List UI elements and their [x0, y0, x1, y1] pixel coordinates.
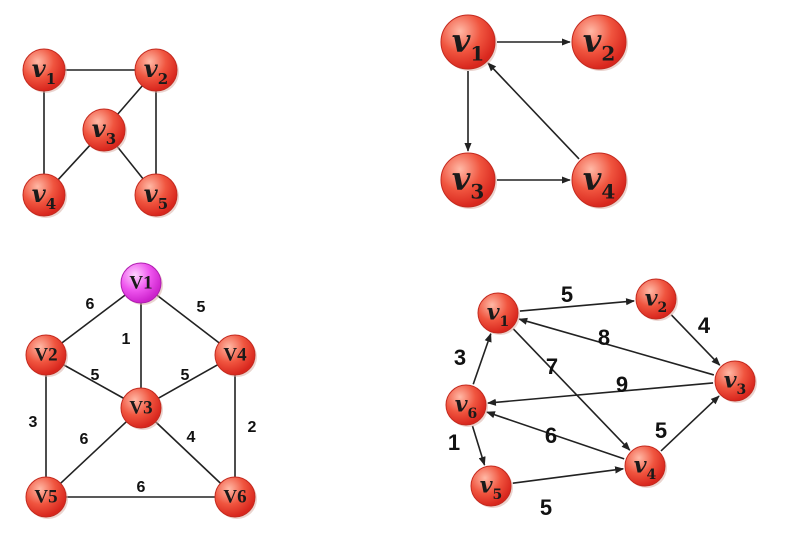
undirected-graph-node-label: v4: [32, 179, 56, 213]
weighted-directed-graph-weight-label: 6: [545, 423, 557, 448]
weighted-directed-graph-node-label: v3: [724, 368, 747, 398]
weighted-directed-graph-edge-v5-v4: [512, 466, 625, 484]
weighted-directed-graph-edge-v6-v1: [472, 332, 492, 385]
directed-graph-edge-v4-v1: [487, 62, 580, 160]
weighted-directed-graph-weight-label: 3: [454, 345, 466, 370]
undirected-graph-node-label: v5: [144, 179, 168, 213]
undirected-graph-node-label: v3: [92, 114, 116, 148]
weighted-directed-graph-node-label: v6: [455, 392, 478, 422]
weighted-undirected-graph-node-label: V2: [34, 345, 57, 366]
directed-graph-node-label: v2: [583, 22, 616, 66]
weighted-undirected-graph-weight-label: 4: [187, 429, 196, 446]
weighted-undirected-graph-node-V6: V6: [214, 476, 257, 519]
undirected-graph-node-label: v2: [144, 54, 168, 88]
edges-layer: [43, 38, 721, 498]
undirected-graph-node-v1: v1: [22, 48, 67, 93]
directed-graph-node-v2: v2: [571, 14, 628, 71]
weighted-undirected-graph-node-label: V3: [129, 398, 152, 419]
directed-graph-node-label: v4: [583, 160, 616, 204]
edge-weights-layer: 6 1 5 5 3 5 6 4 2 6 5 4 89 7 5 6 3 1 5: [29, 282, 711, 520]
weighted-directed-graph-node-v2: v2: [635, 278, 678, 321]
weighted-directed-graph-edge-v2-v3: [670, 314, 721, 366]
weighted-directed-graph-node-label: v5: [480, 473, 503, 503]
weighted-directed-graph-edge-v3-v6: [487, 382, 714, 406]
weighted-undirected-graph-node-V4: V4: [214, 334, 257, 377]
directed-graph-node-label: v3: [452, 160, 485, 204]
weighted-directed-graph-edge-v6-v5: [471, 425, 486, 466]
undirected-graph-node-v5: v5: [134, 173, 179, 218]
weighted-directed-graph-node-label: v4: [634, 453, 657, 483]
weighted-undirected-graph-node-label: V4: [223, 345, 247, 366]
directed-graph-node-v3: v3: [440, 152, 497, 209]
weighted-undirected-graph-edge-V3-V4: [158, 364, 218, 399]
weighted-undirected-graph-weight-label: 6: [80, 431, 89, 448]
weighted-directed-graph-weight-label: 4: [698, 313, 711, 338]
weighted-directed-graph-node-label: v2: [645, 286, 668, 316]
weighted-directed-graph-node-label: v1: [487, 300, 510, 330]
weighted-directed-graph-weight-label: 5: [655, 418, 667, 443]
weighted-directed-graph-node-v6: v6: [445, 384, 488, 427]
weighted-undirected-graph-weight-label: 3: [29, 414, 38, 431]
weighted-directed-graph-weight-label: 8: [598, 325, 610, 350]
weighted-undirected-graph-weight-label: 2: [248, 419, 257, 436]
weighted-undirected-graph-node-label: V6: [223, 487, 246, 508]
weighted-undirected-graph-weight-label: 5: [91, 367, 100, 384]
weighted-directed-graph-edge-v1-v2: [519, 298, 635, 312]
weighted-undirected-graph-node-label: V5: [34, 487, 57, 508]
directed-graph-node-label: v1: [452, 22, 485, 66]
weighted-directed-graph-node-v3: v3: [714, 360, 757, 403]
weighted-directed-graph-weight-label: 5: [540, 495, 552, 520]
weighted-undirected-graph-edge-V2-V3: [63, 364, 124, 399]
weighted-undirected-graph-node-V2: V2: [25, 334, 68, 377]
weighted-undirected-graph-node-V3: V3: [120, 387, 163, 430]
weighted-undirected-graph-weight-label: 1: [122, 331, 131, 348]
weighted-undirected-graph-weight-label: 6: [86, 296, 95, 313]
weighted-undirected-graph-node-V5: V5: [25, 476, 68, 519]
weighted-directed-graph-weight-label: 1: [448, 430, 460, 455]
weighted-undirected-graph-edge-V3-V6: [154, 421, 222, 484]
weighted-directed-graph-edge-v4-v6: [485, 411, 625, 460]
weighted-undirected-graph-edge-V3-V5: [60, 421, 127, 484]
weighted-directed-graph-edge-v4-v3: [660, 395, 720, 452]
weighted-undirected-graph-node-label: V1: [129, 273, 152, 294]
directed-graph-node-v4: v4: [571, 152, 628, 209]
undirected-graph-edge-v3-v4: [57, 144, 91, 181]
weighted-undirected-graph-weight-label: 6: [137, 479, 146, 496]
undirected-graph-node-v3: v3: [82, 108, 127, 153]
weighted-directed-graph-weight-label: 9: [616, 372, 628, 397]
undirected-graph-node-v2: v2: [134, 48, 179, 93]
weighted-undirected-graph-edge-V1-V2: [61, 294, 126, 344]
weighted-directed-graph-weight-label: 7: [546, 354, 558, 379]
directed-graph-node-v1: v1: [440, 14, 497, 71]
undirected-graph-edge-v2-v3: [117, 85, 143, 115]
weighted-undirected-graph-weight-label: 5: [181, 367, 190, 384]
weighted-undirected-graph-edge-V1-V4: [156, 294, 220, 344]
weighted-directed-graph-edge-v3-v1: [518, 317, 715, 376]
undirected-graph-node-v4: v4: [22, 173, 67, 218]
undirected-graph-edge-v3-v5: [116, 145, 144, 180]
weighted-directed-graph-node-v5: v5: [470, 465, 513, 508]
undirected-graph-node-label: v1: [32, 54, 56, 88]
weighted-directed-graph-node-v4: v4: [624, 445, 667, 488]
weighted-directed-graph-edge-v1-v4: [512, 328, 631, 451]
weighted-undirected-graph-weight-label: 5: [197, 299, 206, 316]
weighted-directed-graph-node-v1: v1: [477, 292, 520, 335]
weighted-undirected-graph-node-V1: V1: [120, 262, 163, 305]
weighted-directed-graph-weight-label: 5: [561, 282, 573, 307]
